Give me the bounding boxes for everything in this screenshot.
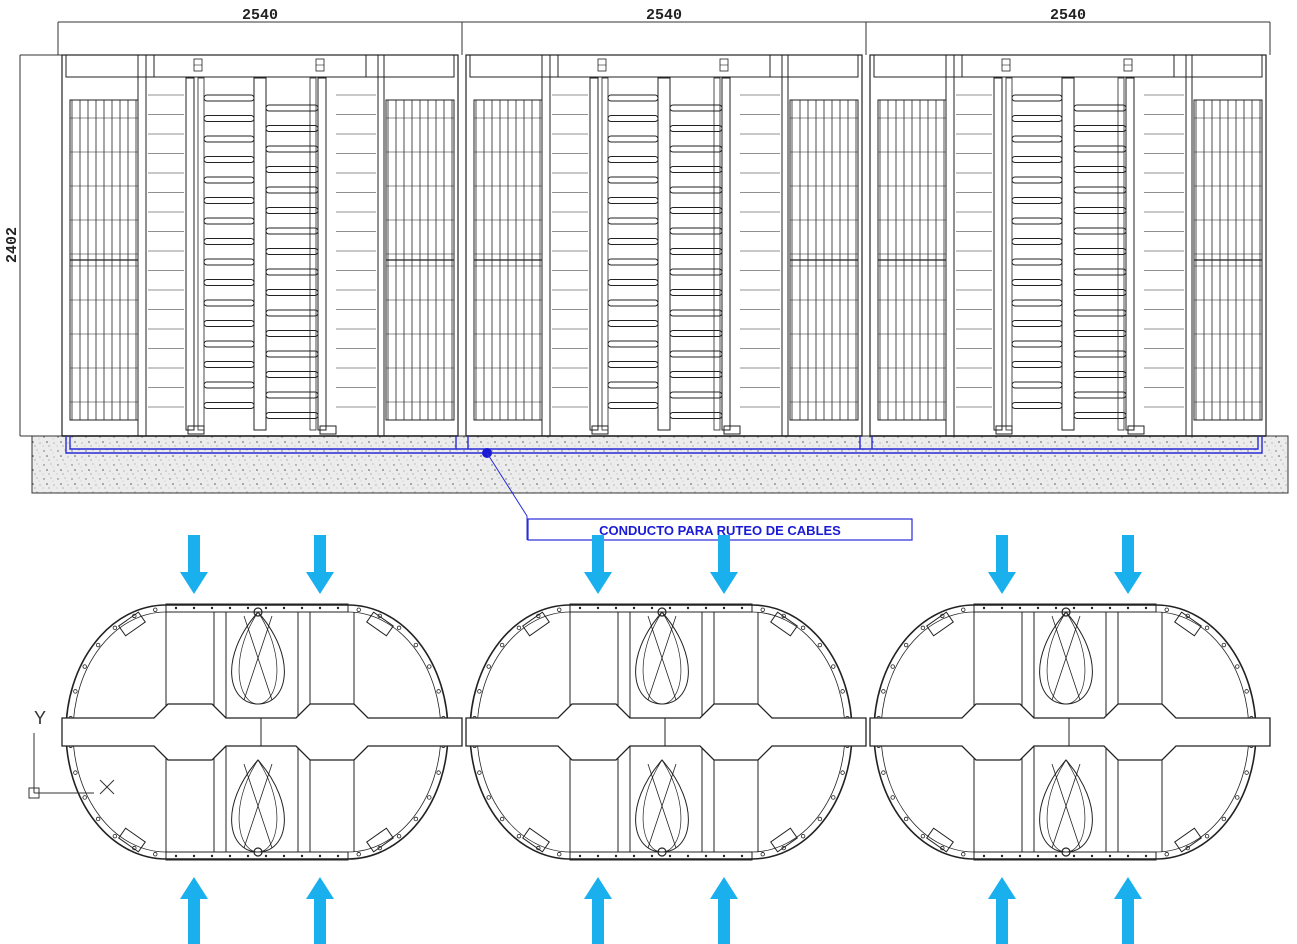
rotor-lens bbox=[1039, 611, 1093, 853]
turnstile-elevation bbox=[465, 54, 863, 437]
callout-leader bbox=[486, 452, 528, 540]
rotor-lens bbox=[231, 611, 285, 853]
rotor-lens bbox=[635, 611, 689, 853]
turnstile-elevations bbox=[61, 54, 1267, 437]
turnstile-plan bbox=[869, 535, 1271, 944]
concrete-base bbox=[31, 435, 1289, 494]
entry-arrow-up-icon bbox=[710, 877, 738, 944]
entry-arrow-down-icon bbox=[584, 535, 612, 594]
entry-arrow-up-icon bbox=[180, 877, 208, 944]
grill-panel bbox=[69, 99, 139, 421]
entry-arrow-down-icon bbox=[306, 535, 334, 594]
entry-arrow-down-icon bbox=[1114, 535, 1142, 594]
entry-arrow-down-icon bbox=[988, 535, 1016, 594]
ucs-y-label: Y bbox=[34, 708, 46, 728]
turnstile-elevation bbox=[869, 54, 1267, 437]
fixed-bars bbox=[956, 94, 1184, 408]
turnstile-plans bbox=[61, 535, 1271, 944]
grill-panel bbox=[1193, 99, 1263, 421]
fixed-bars bbox=[552, 94, 780, 408]
width-dimension-1: 2540 bbox=[242, 7, 278, 24]
ucs-icon bbox=[28, 733, 115, 799]
turnstile-plan bbox=[61, 535, 463, 944]
grill-panel bbox=[789, 99, 859, 421]
rotor-arms bbox=[203, 94, 319, 419]
entry-arrow-up-icon bbox=[584, 877, 612, 944]
bolt-dots bbox=[68, 607, 446, 857]
fixed-bars bbox=[148, 94, 376, 408]
dimension-lines bbox=[19, 21, 1271, 437]
grill-panel bbox=[473, 99, 543, 421]
grill-panel bbox=[385, 99, 455, 421]
cable-conduit bbox=[65, 436, 1263, 454]
rotor-arms bbox=[607, 94, 723, 419]
width-dimension-2: 2540 bbox=[646, 7, 682, 24]
height-dimension: 2402 bbox=[4, 227, 21, 263]
callout-label: CONDUCTO PARA RUTEO DE CABLES bbox=[599, 523, 841, 538]
entry-arrow-up-icon bbox=[1114, 877, 1142, 944]
entry-arrow-up-icon bbox=[306, 877, 334, 944]
grill-panel bbox=[877, 99, 947, 421]
flow-arrows bbox=[180, 535, 334, 944]
flow-arrows bbox=[584, 535, 738, 944]
entry-arrow-up-icon bbox=[988, 877, 1016, 944]
flow-arrows bbox=[988, 535, 1142, 944]
width-dimension-3: 2540 bbox=[1050, 7, 1086, 24]
entry-arrow-down-icon bbox=[710, 535, 738, 594]
entry-arrow-down-icon bbox=[180, 535, 208, 594]
turnstile-plan bbox=[465, 535, 867, 944]
rotor-arms bbox=[1011, 94, 1127, 419]
turnstile-elevation bbox=[61, 54, 459, 437]
